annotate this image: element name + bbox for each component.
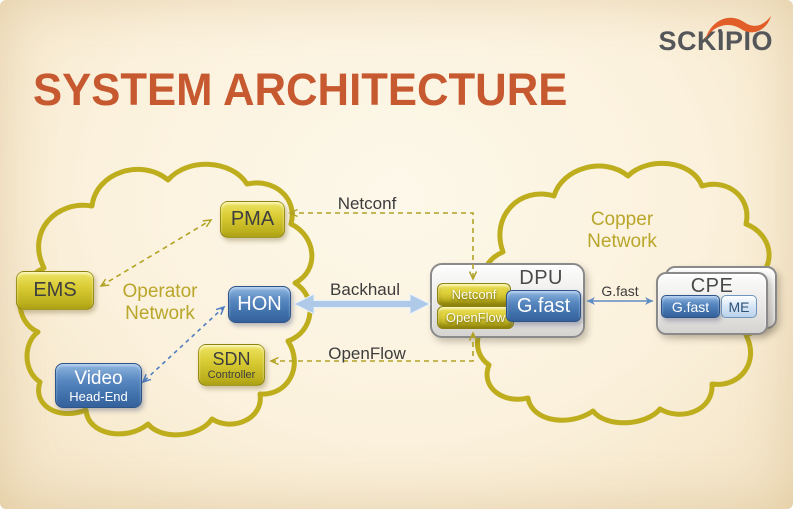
pma-ems-link: [99, 219, 213, 287]
ems-node: EMS: [16, 271, 94, 310]
pma-node: PMA: [220, 201, 285, 238]
hon-video-link: [141, 305, 226, 384]
gfast-label: G.fast: [601, 283, 639, 299]
dpu-title: DPU: [519, 267, 563, 289]
openflow-link: [269, 331, 478, 366]
netconf-label: Netconf: [337, 194, 397, 213]
operator-network-cloud: [17, 161, 315, 438]
video-headend-node: Video Head-End: [55, 363, 142, 408]
dpu-netconf-module: Netconf: [437, 283, 511, 306]
backhaul-label: Backhaul: [330, 280, 400, 299]
netconf-link: [288, 208, 478, 281]
logo-swoosh-icon: [705, 16, 771, 40]
backhaul-arrow: [292, 293, 432, 315]
dpu-gfast-module: G.fast: [506, 290, 581, 322]
sdn-controller-node: SDN Controller: [198, 344, 265, 386]
sckipio-logo: SCKIPIO: [623, 16, 773, 62]
cpe-gfast-module: G.fast: [661, 295, 720, 318]
hon-node: HON: [228, 286, 291, 323]
cpe-title: CPE: [690, 275, 734, 297]
copper-network-label: Copper Network: [587, 209, 657, 253]
openflow-label: OpenFlow: [328, 344, 406, 363]
logo-i-dot: [718, 29, 722, 33]
cpe-me-module: ME: [721, 295, 757, 318]
page-title: SYSTEM ARCHITECTURE: [33, 64, 568, 115]
dpu-openflow-module: OpenFlow: [437, 306, 514, 329]
